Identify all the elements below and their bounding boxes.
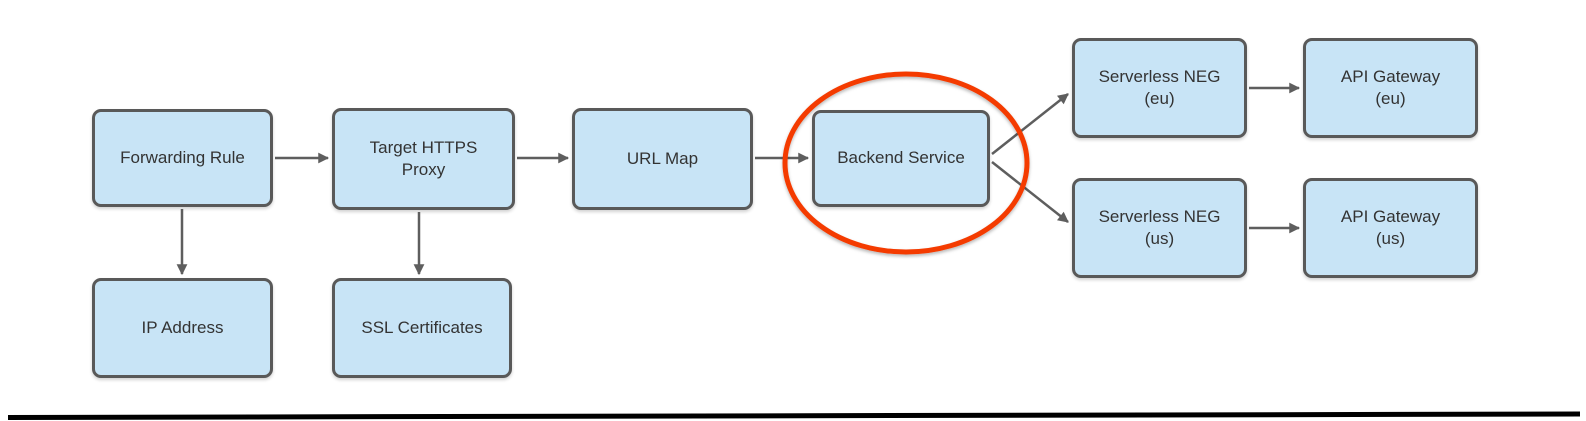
node-forwarding-rule: Forwarding Rule	[92, 109, 273, 207]
node-backend-service: Backend Service	[812, 110, 990, 207]
node-label: IP Address	[141, 317, 224, 337]
node-label: Serverless NEG	[1098, 206, 1221, 226]
node-api-gateway-eu: API Gateway (eu)	[1303, 38, 1478, 138]
node-label-line2: (us)	[1144, 229, 1175, 248]
node-label: API Gateway	[1340, 66, 1441, 86]
node-serverless-neg-eu: Serverless NEG (eu)	[1072, 38, 1247, 138]
node-serverless-neg-us: Serverless NEG (us)	[1072, 178, 1247, 278]
node-label: API Gateway	[1340, 206, 1441, 226]
node-api-gateway-us: API Gateway (us)	[1303, 178, 1478, 278]
node-label: Serverless NEG	[1098, 66, 1221, 86]
node-label-line2: (eu)	[1144, 89, 1175, 108]
node-label: Backend Service	[837, 148, 965, 168]
node-label: URL Map	[626, 148, 699, 168]
node-ip-address: IP Address	[92, 278, 273, 378]
node-label-line2: (us)	[1375, 229, 1406, 248]
node-label: SSL Certificates	[361, 317, 483, 337]
node-label: Target HTTPS	[369, 137, 478, 157]
footer-rule	[7, 411, 1581, 420]
node-label-line2: Proxy	[401, 160, 446, 179]
node-url-map: URL Map	[572, 108, 753, 210]
edge-backend-service-to-serverless-neg-eu	[991, 93, 1069, 155]
edge-backend-service-to-serverless-neg-us	[991, 161, 1069, 223]
node-target-https-proxy: Target HTTPS Proxy	[332, 108, 515, 210]
node-ssl-certificates: SSL Certificates	[332, 278, 512, 378]
node-label: Forwarding Rule	[120, 147, 245, 167]
node-label-line2: (eu)	[1375, 89, 1406, 108]
